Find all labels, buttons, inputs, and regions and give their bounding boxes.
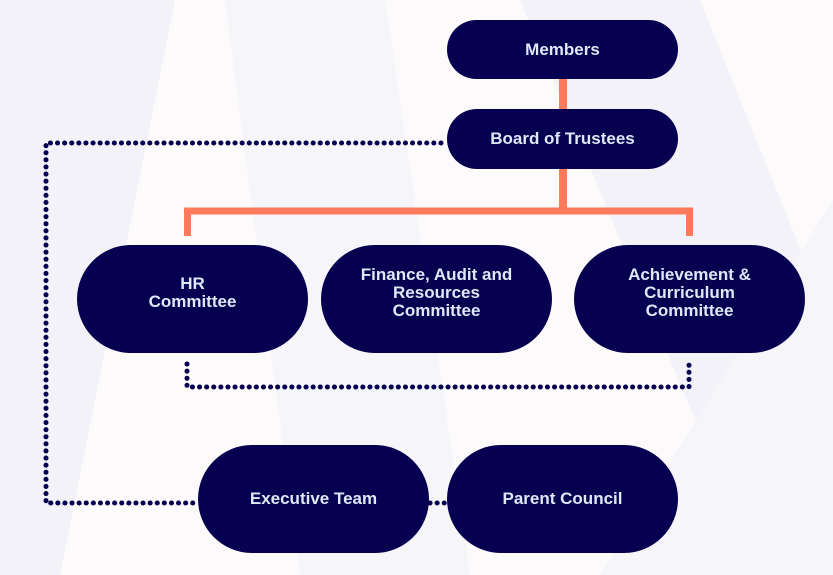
node-finance-committee[interactable]: Finance, Audit and Resources Committee xyxy=(321,245,552,353)
connector-committee-branch xyxy=(184,207,693,236)
node-executive-team[interactable]: Executive Team xyxy=(198,445,429,553)
node-board-label: Board of Trustees xyxy=(490,129,635,148)
node-members-label: Members xyxy=(525,39,600,59)
node-members[interactable]: Members xyxy=(447,20,678,79)
dotted-connector-board-executive xyxy=(43,140,444,506)
node-achievement-committee[interactable]: Achievement & Curriculum Committee xyxy=(574,245,805,353)
node-parent-label: Parent Council xyxy=(502,489,623,508)
node-achievement-label: Achievement & Curriculum Committee xyxy=(628,265,751,320)
node-parent-council[interactable]: Parent Council xyxy=(447,445,678,553)
node-hr-committee[interactable]: HR Committee xyxy=(77,245,308,353)
node-executive-label: Executive Team xyxy=(249,489,378,508)
node-board-of-trustees[interactable]: Board of Trustees xyxy=(447,109,678,169)
dotted-connector-committees xyxy=(184,361,692,390)
node-finance-label: Finance, Audit and Resources Committee xyxy=(360,265,513,320)
node-hr-label: HR Committee xyxy=(148,274,237,311)
